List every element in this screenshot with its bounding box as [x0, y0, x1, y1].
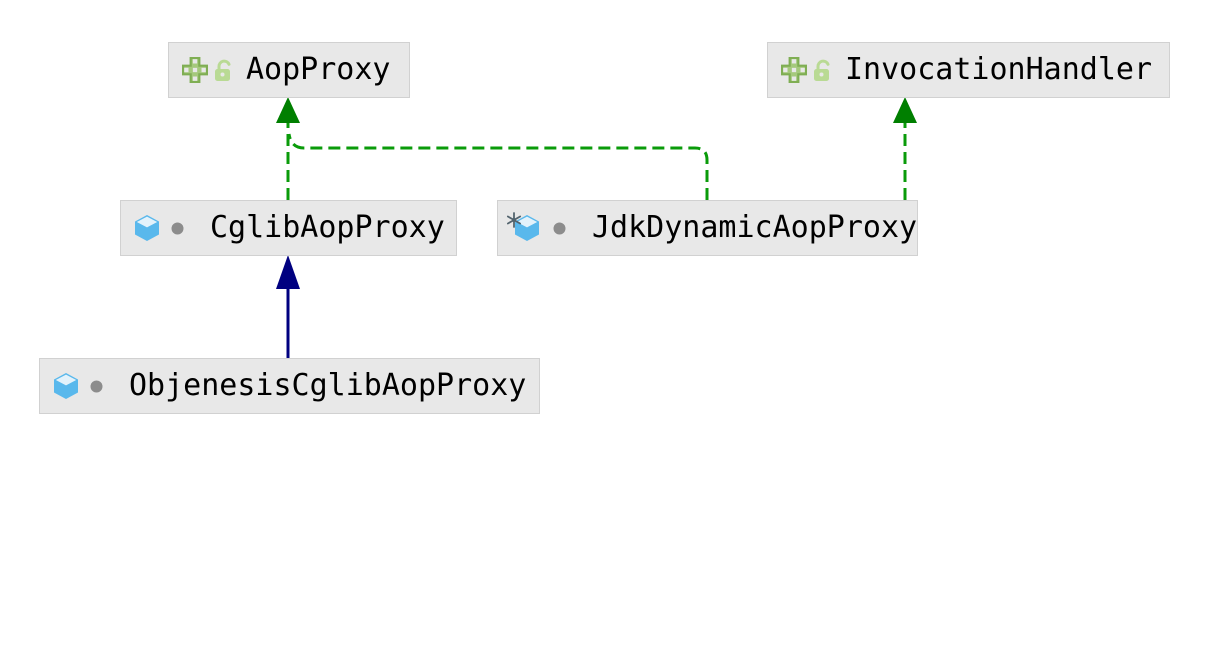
class-node-label: CglibAopProxy	[210, 210, 445, 245]
unlocked-padlock-icon	[812, 58, 834, 82]
class-icon	[134, 214, 160, 242]
edge-jdkdynamicaopproxy-implements-aopproxy	[287, 133, 709, 200]
package-private-dot-icon	[90, 380, 103, 393]
class-node-label: AopProxy	[246, 52, 391, 87]
package-private-dot-icon	[171, 222, 184, 235]
class-node-cglibaopproxy[interactable]: CglibAopProxy	[120, 200, 457, 256]
edge-objenesiscglibaopproxy-extends-cglibaopproxy	[276, 255, 300, 358]
unlocked-padlock-icon	[213, 58, 235, 82]
class-icon	[53, 372, 79, 400]
class-node-jdkdynamicaopproxy[interactable]: JdkDynamicAopProxy	[497, 200, 918, 256]
package-private-dot-icon	[553, 222, 566, 235]
class-node-invocationhandler[interactable]: InvocationHandler	[767, 42, 1170, 98]
final-class-icon	[506, 212, 542, 244]
class-node-objenesiscglibaopproxy[interactable]: ObjenesisCglibAopProxy	[39, 358, 540, 414]
class-node-aopproxy[interactable]: AopProxy	[168, 42, 410, 98]
interface-icon	[781, 57, 807, 83]
class-node-label: ObjenesisCglibAopProxy	[129, 368, 527, 403]
edge-cglibaopproxy-implements-aopproxy	[276, 97, 300, 200]
interface-icon	[182, 57, 208, 83]
class-node-label: JdkDynamicAopProxy	[592, 210, 918, 245]
edge-jdkdynamicaopproxy-implements-invocationhandler	[893, 97, 917, 200]
class-node-label: InvocationHandler	[845, 52, 1153, 87]
